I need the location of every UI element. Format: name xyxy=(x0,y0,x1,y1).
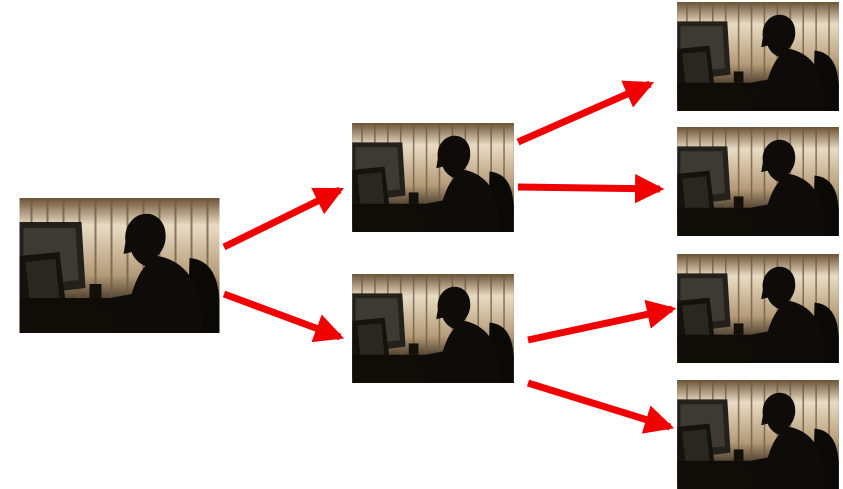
arrow-top-to-child2 xyxy=(517,173,665,204)
root-photo xyxy=(18,198,221,333)
arrow-bottom-to-child3 xyxy=(527,299,677,344)
level1-bottom-photo xyxy=(351,274,515,383)
arrow-bottom-to-child4 xyxy=(526,379,675,434)
level2-photo-2 xyxy=(676,127,840,236)
level2-photo-4 xyxy=(676,380,840,489)
arrow-root-to-bottom xyxy=(222,290,345,343)
level2-photo-1 xyxy=(676,2,840,111)
arrow-root-to-top xyxy=(222,186,344,251)
arrow-top-to-child1 xyxy=(516,80,655,146)
level2-photo-3 xyxy=(676,254,840,363)
level1-top-photo xyxy=(351,123,515,232)
